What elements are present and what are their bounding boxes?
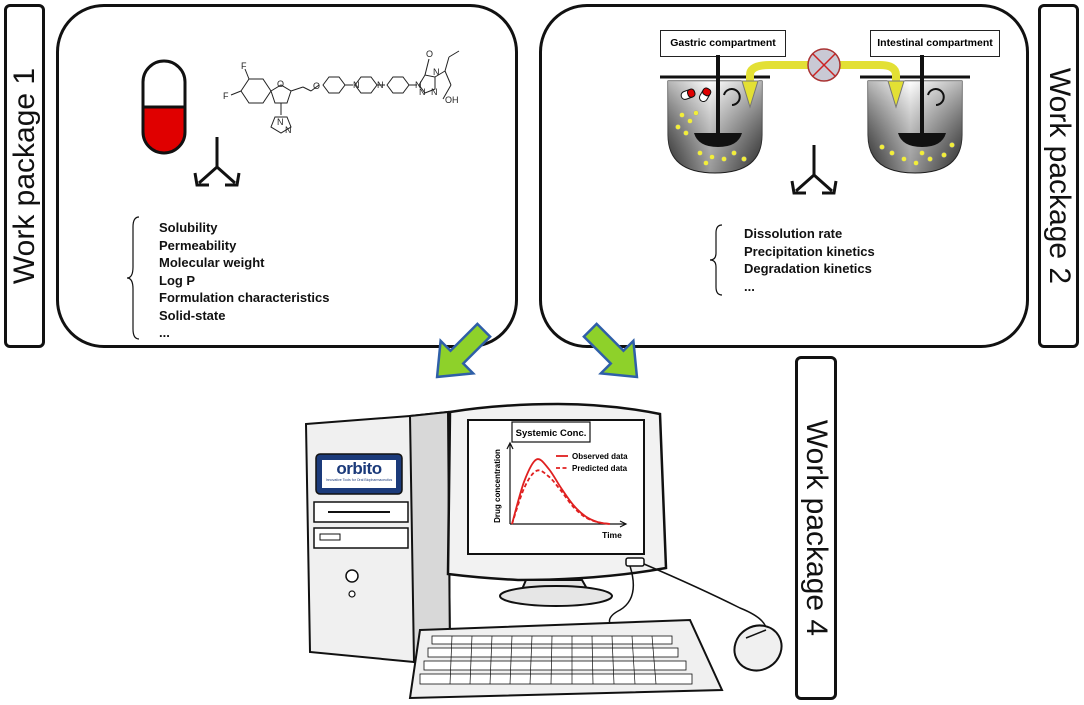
orbito-logo-subtext: Innovative Tools for Oral Biopharmaceuti…	[325, 478, 393, 482]
split-arrow-icon	[193, 137, 241, 187]
y-axis-arrow	[506, 441, 514, 450]
atom-n1: N	[277, 117, 284, 127]
atom-f2: F	[223, 91, 229, 101]
chart-title-box	[511, 421, 591, 443]
wp1-prop-more: ...	[159, 325, 170, 340]
gastric-compartment-label: Gastric compartment	[660, 30, 786, 57]
x-axis-label: Time	[602, 530, 622, 540]
orbito-logo-text: orbito	[336, 459, 382, 478]
wp2-label-box: Work package 2	[1038, 4, 1079, 348]
y-axis-label: Drug concentration	[493, 449, 502, 523]
atom-n3: N	[353, 80, 360, 90]
wp1-prop-solid-state: Solid-state	[159, 307, 226, 323]
molecule-structure: F F O O N N N N N N N N O OH	[223, 49, 460, 135]
atom-n5: N	[415, 80, 422, 90]
wp1-property-list: Solubility Permeability Molecular weight…	[159, 219, 330, 342]
wp2-prop-precipitation: Precipitation kinetics	[744, 243, 875, 259]
split-arrow-icon-2	[790, 145, 838, 195]
wp4-label-box: Work package 4	[795, 356, 837, 700]
wp2-prop-more: ...	[744, 278, 755, 294]
atom-o1: O	[277, 79, 284, 89]
atom-n4: N	[377, 80, 384, 90]
orbito-logo: orbito Innovative Tools for Oral Biophar…	[322, 460, 396, 488]
brace-icon	[126, 216, 140, 340]
wp2-prop-dissolution-rate: Dissolution rate	[744, 226, 843, 241]
atom-o3: O	[426, 49, 433, 59]
capsule-icon	[141, 59, 187, 155]
atom-n8: N	[419, 87, 426, 97]
wp4-label: Work package 4	[800, 419, 833, 637]
atom-o2: O	[313, 81, 320, 91]
atom-f1: F	[241, 61, 247, 71]
wp2-label: Work package 2	[1042, 67, 1076, 285]
legend-predicted-label: Predicted data	[572, 464, 628, 473]
wp1-label: Work package 1	[7, 67, 41, 285]
green-arrow-right	[582, 322, 639, 379]
atom-n2: N	[285, 125, 292, 135]
chart-title: Systemic Conc.	[516, 428, 587, 439]
intestinal-compartment-label: Intestinal compartment	[870, 30, 1000, 57]
legend-observed-label: Observed data	[572, 452, 628, 461]
wp1-prop-permeability: Permeability	[159, 237, 237, 253]
wp1-prop-logp: Log P	[159, 272, 196, 288]
x-axis-arrow	[619, 520, 628, 528]
brace-icon-2	[709, 224, 723, 296]
wp1-prop-formulation: Formulation characteristics	[159, 290, 330, 305]
wp1-label-box: Work package 1	[4, 4, 45, 348]
dissolution-apparatus	[660, 48, 970, 174]
wp2-property-list: Dissolution rate Precipitation kinetics …	[744, 225, 875, 295]
green-arrow-left	[435, 322, 492, 379]
atom-n7: N	[431, 87, 438, 97]
predicted-data-line	[511, 469, 611, 525]
panel-wp1: F F O O N N N N N N N N O OH Solubility …	[56, 4, 518, 348]
wp1-prop-solubility: Solubility	[159, 220, 218, 235]
wp1-prop-molecular-weight: Molecular weight	[159, 255, 265, 270]
atom-oh: OH	[445, 95, 459, 105]
computer-illustration	[304, 402, 783, 700]
atom-n6: N	[433, 67, 440, 77]
panel-wp2: Gastric compartment Intestinal compartme…	[539, 4, 1029, 348]
wp2-prop-degradation: Degradation kinetics	[744, 261, 872, 276]
